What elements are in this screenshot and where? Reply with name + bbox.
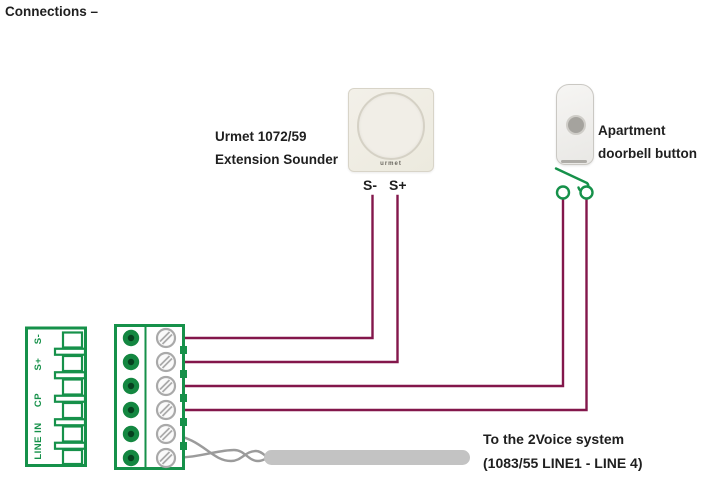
pin-label-line-in: LINE IN (33, 422, 44, 459)
doorbell-pushbutton-icon (566, 115, 586, 135)
terminal-block-teeth (180, 346, 187, 450)
twisted-pair-wires (167, 432, 269, 463)
sounder-terminal-plus-label: S+ (389, 177, 407, 193)
left-connector-pins (53, 331, 87, 466)
cable-to-2voice-system (264, 450, 470, 465)
terminal-screws (155, 327, 177, 469)
gray-wire-bottom (167, 448, 269, 463)
sounder-label-line2: Extension Sounder (215, 152, 339, 167)
wire-sounder-s-minus (168, 194, 374, 340)
sounder-terminal-minus-label: S- (363, 177, 377, 193)
page-title: Connections – (5, 4, 99, 19)
left-connector: S- S+ CP LINE IN (25, 326, 87, 467)
wires-maroon (168, 194, 588, 412)
pin-label-s-minus: S- (33, 334, 44, 345)
switch-contact-left (555, 185, 571, 200)
terminal-wire-holes (122, 329, 140, 467)
doorbell-label-line1: Apartment (598, 123, 666, 138)
sounder-label-line1: Urmet 1072/59 (215, 129, 307, 144)
switch-contact-right (579, 185, 594, 200)
system-note-line2: (1083/55 LINE1 - LINE 4) (483, 455, 643, 471)
wire-doorbell-right (168, 197, 588, 412)
terminal-block-body (114, 324, 185, 470)
wire-doorbell-left (168, 197, 565, 388)
sounder-brand-mark: urmet (380, 161, 402, 167)
doorbell-switch-symbol (554, 167, 594, 200)
doorbell-button-device (556, 84, 594, 165)
wire-sounder-s-plus (168, 194, 399, 364)
pin-label-cp: CP (33, 393, 44, 407)
screw-terminal-block (114, 324, 187, 470)
extension-sounder-device: urmet (348, 88, 434, 172)
pin-label-s-plus: S+ (33, 358, 44, 371)
doorbell-label-line2: doorbell button (598, 146, 697, 161)
system-note-line1: To the 2Voice system (483, 431, 625, 447)
sounder-speaker-grille-icon (357, 92, 425, 160)
gray-wire-top (167, 432, 269, 463)
left-connector-pin-labels: S- S+ CP LINE IN (33, 334, 44, 460)
doorbell-base (561, 160, 587, 163)
